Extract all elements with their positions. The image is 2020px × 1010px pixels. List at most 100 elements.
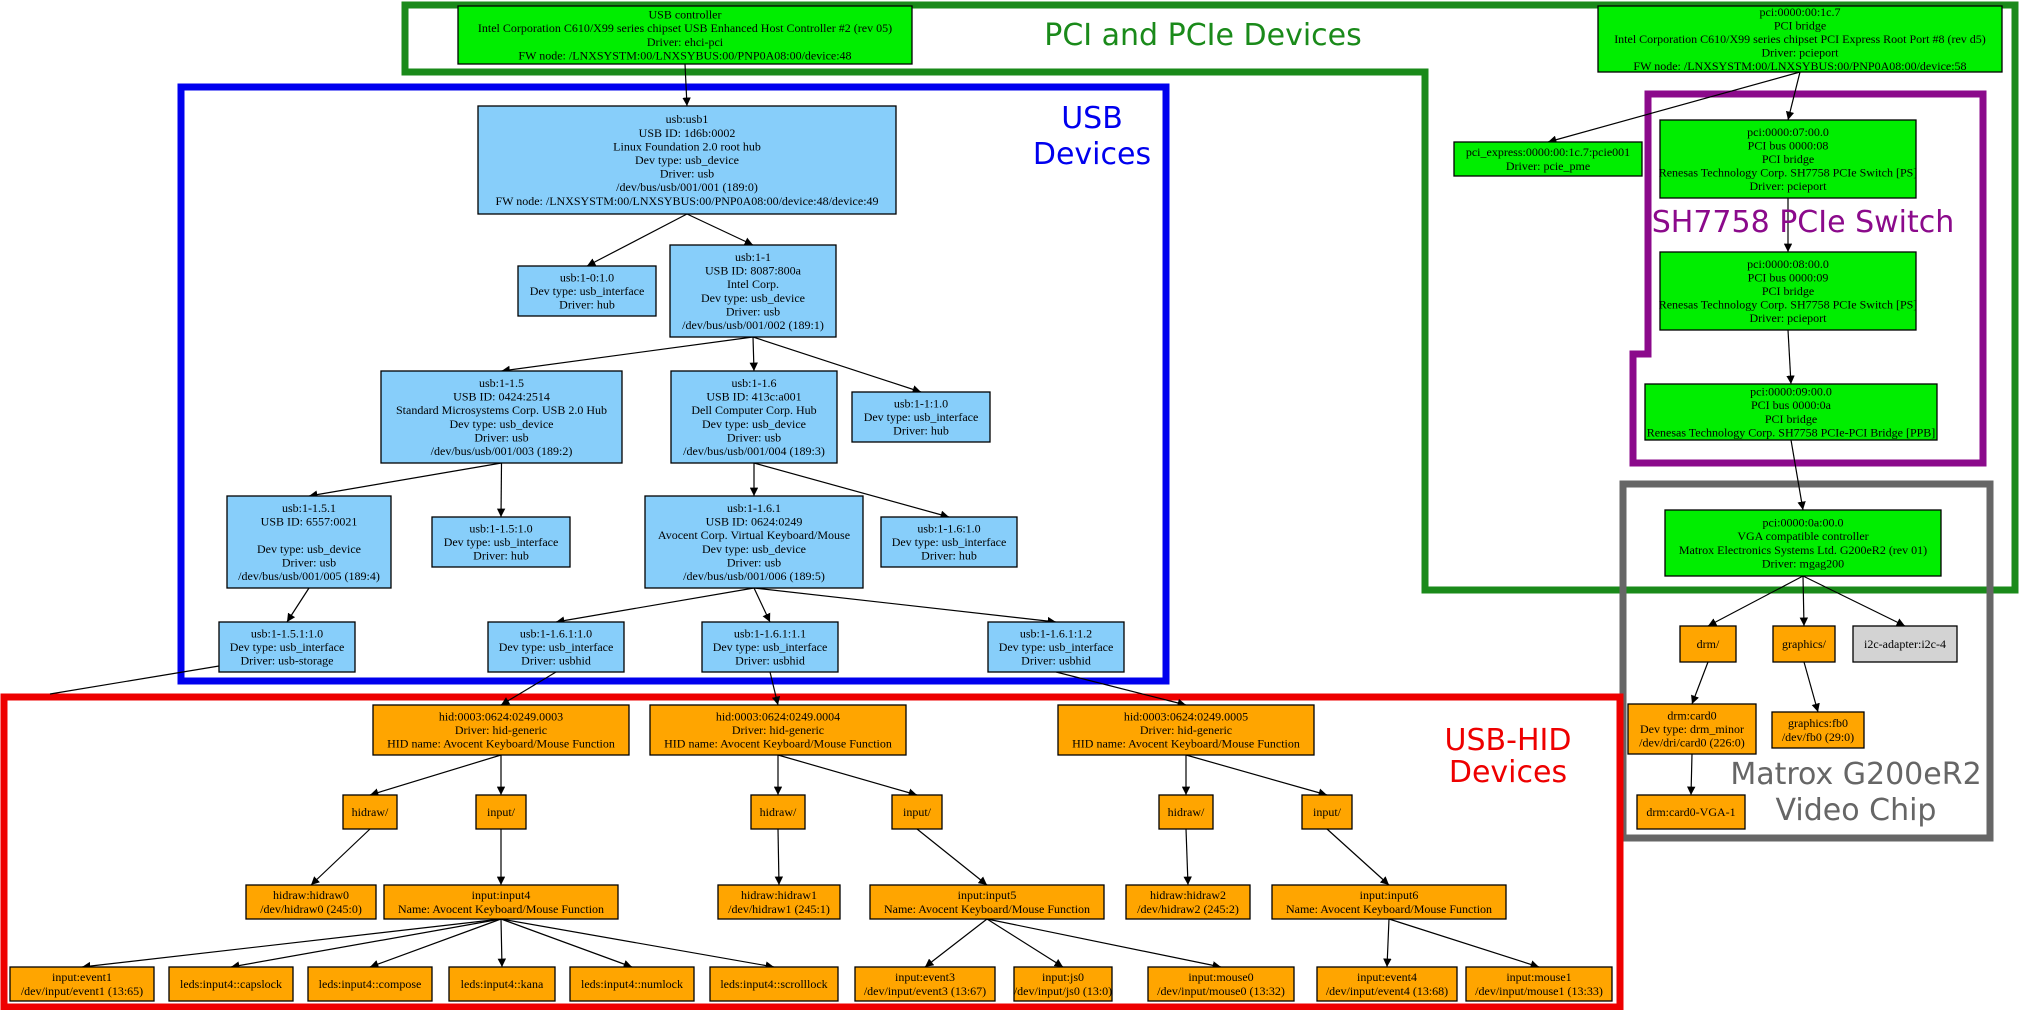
node-ev1[interactable]: input:event1/dev/input/event1 (13:65): [9, 966, 155, 1002]
node-pcie_pme[interactable]: pci_express:0000:00:1c.7:pcie001Driver: …: [1453, 141, 1643, 177]
node-vga1[interactable]: drm:card0-VGA-1: [1636, 794, 1746, 830]
node-text-line: i2c-adapter:i2c-4: [1864, 637, 1946, 651]
node-text-line: Renesas Technology Corp. SH7758 PCIe-PCI…: [1647, 425, 1936, 439]
node-text-line: /dev/input/js0 (13:0): [1014, 984, 1112, 998]
node-box: [168, 966, 294, 1002]
node-box: [475, 794, 527, 830]
node-caps[interactable]: leds:input4::capslock: [168, 966, 294, 1002]
node-ev4[interactable]: input:event4/dev/input/event4 (13:68): [1316, 966, 1458, 1002]
node-fb0[interactable]: graphics:fb0/dev/fb0 (29:0): [1771, 711, 1865, 749]
node-text-line: PCI bus 0000:08: [1748, 138, 1829, 152]
node-in5[interactable]: input/: [1301, 794, 1353, 830]
node-kana[interactable]: leds:input4::kana: [448, 966, 556, 1002]
node-text-line: /dev/input/event3 (13:67): [864, 984, 986, 998]
node-text-line: usb:1-1.5.1: [282, 501, 336, 515]
edge-pci08-pci09: [1786, 329, 1795, 385]
node-js0[interactable]: input:js0/dev/input/js0 (13:0): [1013, 966, 1113, 1002]
node-text-line: input:mouse0: [1188, 970, 1253, 984]
node-text-line: /dev/hidraw1 (245:1): [728, 902, 830, 916]
node-box: [987, 621, 1125, 673]
node-box: [1057, 704, 1315, 756]
edge-u1161-u116111: [753, 587, 771, 623]
node-box: [1316, 966, 1458, 1002]
node-text-line: hid:0003:0624:0249.0005: [1124, 709, 1248, 723]
node-drm[interactable]: drm/: [1679, 625, 1737, 663]
edge-u115-u11510: [496, 462, 506, 518]
edge-hid4-in4: [777, 754, 918, 797]
usb-cluster-outline: [177, 83, 1170, 685]
node-num[interactable]: leds:input4::numlock: [569, 966, 695, 1002]
node-text-line: PCI bridge: [1762, 284, 1814, 298]
node-text-line: HID name: Avocent Keyboard/Mouse Functio…: [1072, 737, 1300, 751]
usb-cluster-label-line: USB: [1061, 101, 1123, 136]
node-text-line: usb:1-1: [735, 250, 771, 264]
edge-u11-u1110: [752, 336, 922, 394]
node-in4[interactable]: input/: [891, 794, 943, 830]
matrox-cluster-outline: [1619, 480, 1994, 842]
node-scroll[interactable]: leds:input4::scrolllock: [709, 966, 839, 1002]
edge-vga-i2c: [1802, 575, 1906, 627]
node-box: [1147, 966, 1295, 1002]
node-hidraw1[interactable]: hidraw:hidraw1/dev/hidraw1 (245:1): [717, 884, 841, 920]
node-hidraw2[interactable]: hidraw:hidraw2/dev/hidraw2 (245:2): [1125, 884, 1251, 920]
edge-u1161-u116112: [753, 587, 1057, 626]
node-mouse0[interactable]: input:mouse0/dev/input/mouse0 (13:32): [1147, 966, 1295, 1002]
node-hr3[interactable]: hidraw/: [342, 794, 398, 830]
node-box: [670, 370, 838, 464]
node-text-line: Renesas Technology Corp. SH7758 PCIe Swi…: [1659, 298, 1918, 312]
node-text-line: leds:input4::compose: [319, 977, 422, 991]
node-hr5[interactable]: hidraw/: [1158, 794, 1214, 830]
node-text-line: Driver: pcieport: [1750, 179, 1828, 193]
node-text-line: drm:card0-VGA-1: [1646, 805, 1735, 819]
node-box: [245, 884, 377, 920]
edge-u116112-hid5: [1055, 671, 1187, 708]
node-mouse1[interactable]: input:mouse1/dev/input/mouse1 (13:33): [1465, 966, 1613, 1002]
node-text-line: usb:1-1.5: [479, 376, 524, 390]
node-text-line: /dev/input/event4 (13:68): [1326, 984, 1448, 998]
node-box: [1453, 141, 1643, 177]
edge-u116-u11610: [753, 462, 950, 519]
node-text-line: /dev/bus/usb/001/004 (189:3): [683, 444, 825, 458]
node-text-line: usb:1-1.6.1: [727, 501, 781, 515]
node-text-line: Driver: mgag200: [1762, 556, 1844, 570]
node-text-line: Driver: usb: [727, 555, 781, 569]
node-hidraw0[interactable]: hidraw:hidraw0/dev/hidraw0 (245:0): [245, 884, 377, 920]
node-i2c[interactable]: i2c-adapter:i2c-4: [1852, 625, 1958, 663]
node-hr4[interactable]: hidraw/: [750, 794, 806, 830]
node-graphics[interactable]: graphics/: [1772, 625, 1836, 663]
node-ev3[interactable]: input:event3/dev/input/event3 (13:67): [854, 966, 996, 1002]
node-comp[interactable]: leds:input4::compose: [307, 966, 433, 1002]
node-in3[interactable]: input/: [475, 794, 527, 830]
node-box: [1659, 251, 1917, 331]
sh7758-cluster-label: SH7758 PCIe Switch: [1652, 205, 1955, 240]
node-box: [1465, 966, 1613, 1002]
